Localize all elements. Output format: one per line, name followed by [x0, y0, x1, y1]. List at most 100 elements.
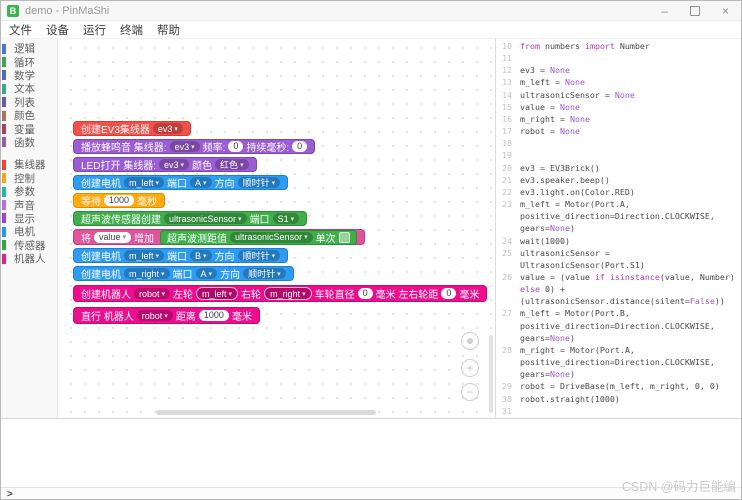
led-on-block[interactable]: LED打开 集线器:ev3▾颜色红色▾ [73, 157, 257, 172]
dropdown-field[interactable]: m_left▾ [124, 250, 165, 261]
chevron-down-icon: ▾ [302, 290, 306, 298]
code-text [520, 52, 525, 64]
category-color-chip [2, 57, 6, 68]
block-label: 直行 机器人 [81, 312, 134, 323]
title-bar: B demo - PinMaShi – × [1, 1, 741, 21]
sidebar-item-逻辑[interactable]: 逻辑 [1, 42, 57, 55]
number-field[interactable]: 0 [357, 288, 373, 299]
sidebar-item-颜色[interactable]: 颜色 [1, 109, 57, 122]
terminal-prompt-bar[interactable]: > [1, 487, 741, 499]
sidebar-item-传感器[interactable]: 传感器 [1, 238, 57, 252]
checkbox-field[interactable] [338, 231, 350, 243]
code-text: robot = DriveBase(m_left, m_right, 0, 0) [520, 381, 720, 392]
category-color-chip [2, 137, 6, 148]
category-color-chip [2, 186, 6, 197]
dropdown-field[interactable]: ev3▾ [159, 159, 190, 170]
zoom-in-button[interactable]: + [461, 359, 479, 377]
dropdown-field[interactable]: m_right▾ [124, 268, 170, 279]
block-label: 颜色 [192, 161, 213, 172]
menu-item-0[interactable]: 文件 [9, 24, 32, 37]
sidebar-item-机器人[interactable]: 机器人 [1, 252, 57, 265]
category-label: 数学 [14, 69, 35, 82]
sidebar-item-数学[interactable]: 数学 [1, 69, 57, 82]
dropdown-field[interactable]: m_left▾ [196, 287, 239, 300]
sidebar-item-函数[interactable]: 函数 [1, 136, 57, 149]
dropdown-field[interactable]: ultrasonicSensor▾ [164, 213, 247, 224]
menu-item-2[interactable]: 运行 [83, 24, 106, 37]
sidebar-item-文本[interactable]: 文本 [1, 82, 57, 95]
sidebar-item-显示[interactable]: 显示 [1, 212, 57, 225]
center-view-button[interactable] [461, 332, 479, 350]
block-label: 频率: [202, 143, 226, 154]
category-color-chip [2, 213, 6, 224]
dropdown-field[interactable]: value▾ [94, 231, 132, 243]
sidebar-item-列表[interactable]: 列表 [1, 96, 57, 109]
category-color-chip [2, 159, 6, 170]
category-color-chip [2, 110, 6, 121]
dropdown-field[interactable]: m_right▾ [264, 287, 312, 300]
dropdown-field[interactable]: robot▾ [136, 310, 173, 321]
sidebar-item-变量[interactable]: 变量 [1, 122, 57, 136]
code-text: ev3 = None [520, 65, 570, 76]
sidebar-item-集线器[interactable]: 集线器 [1, 158, 57, 171]
sidebar-item-控制[interactable]: 控制 [1, 172, 57, 185]
chevron-down-icon: ▾ [174, 125, 178, 133]
block-label: 毫米 [231, 312, 252, 323]
canvas-vertical-scrollbar[interactable] [489, 335, 493, 413]
dropdown-field[interactable]: A▾ [190, 177, 212, 188]
dropdown-field[interactable]: 红色▾ [215, 159, 249, 170]
close-button[interactable]: × [721, 3, 729, 18]
number-field[interactable]: 0 [228, 141, 244, 152]
dropdown-field[interactable]: ev3▾ [169, 141, 200, 152]
menu-item-1[interactable]: 设备 [46, 24, 69, 37]
minimize-button[interactable]: – [661, 3, 668, 18]
maximize-button[interactable] [689, 5, 700, 16]
code-text [520, 149, 525, 161]
block-label: 右轮 [241, 290, 262, 301]
category-color-chip [2, 124, 6, 135]
category-label: 显示 [14, 212, 35, 225]
sidebar-item-循环[interactable]: 循环 [1, 55, 57, 69]
number-field[interactable]: 0 [292, 141, 308, 152]
number-field[interactable]: 1000 [198, 310, 229, 321]
dropdown-field[interactable]: 顺时针▾ [237, 177, 281, 188]
chevron-down-icon: ▾ [271, 252, 276, 260]
dropdown-field[interactable]: ev3▾ [152, 123, 183, 134]
dropdown-field[interactable]: B▾ [190, 250, 212, 261]
sidebar-item-参数[interactable]: 参数 [1, 185, 57, 198]
canvas-horizontal-scrollbar[interactable] [156, 410, 376, 415]
menu-item-4[interactable]: 帮助 [157, 24, 180, 37]
sidebar-item-电机[interactable]: 电机 [1, 225, 57, 238]
dropdown-field[interactable]: S1▾ [272, 213, 300, 224]
dropdown-field[interactable]: m_left▾ [124, 177, 165, 188]
dropdown-field[interactable]: A▾ [195, 268, 218, 279]
number-field[interactable]: 1000 [104, 195, 135, 206]
sidebar-item-声音[interactable]: 声音 [1, 198, 57, 212]
menu-item-3[interactable]: 终端 [120, 24, 143, 37]
block-label: 持续毫秒: [246, 143, 290, 154]
dropdown-field[interactable]: 顺时针▾ [243, 268, 286, 279]
block-label: 超声波传感器创建 [81, 215, 161, 226]
code-text: from numbers import Number [520, 41, 650, 51]
dropdown-field[interactable]: robot▾ [134, 288, 171, 299]
number-field[interactable]: 0 [441, 288, 457, 299]
dropdown-field[interactable]: ultrasonicSensor▾ [230, 231, 313, 243]
zoom-out-button[interactable]: − [461, 383, 479, 401]
dropdown-field[interactable]: 顺时针▾ [237, 250, 281, 261]
